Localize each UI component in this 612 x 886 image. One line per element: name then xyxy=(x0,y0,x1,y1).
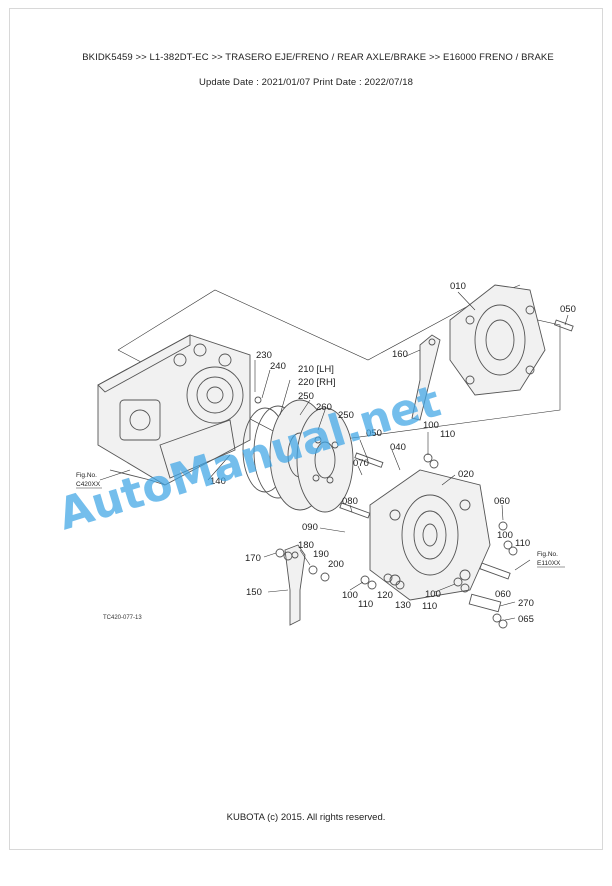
part-label: 130 xyxy=(395,600,411,611)
part-label: 150 xyxy=(246,587,262,598)
fig-ref-left: Fig.No. C420XX xyxy=(76,472,102,489)
part-label: 060 xyxy=(495,589,511,600)
brake-housing xyxy=(339,452,491,601)
part-label: 230 xyxy=(256,350,272,361)
part-labels: 010 050 160 230 240 210 [LH] 220 [RH] 25… xyxy=(210,281,576,625)
part-label: 060 xyxy=(494,496,510,507)
brake-lever-lower xyxy=(284,544,306,626)
part-label: 110 xyxy=(358,599,373,610)
part-label: 080 xyxy=(342,496,358,507)
part-label: 160 xyxy=(392,349,408,360)
part-label: 250 xyxy=(298,391,314,402)
part-label: 020 xyxy=(458,469,474,480)
part-label: 040 xyxy=(390,442,406,453)
svg-text:C420XX: C420XX xyxy=(76,481,101,488)
leader-lines xyxy=(99,291,569,621)
part-label: 240 xyxy=(270,361,286,372)
part-label: 090 xyxy=(302,522,318,533)
part-label: 100 xyxy=(425,589,441,600)
part-label: 140 xyxy=(210,476,226,487)
brake-disc-assembly xyxy=(242,396,354,513)
part-label: 120 xyxy=(377,590,393,601)
part-label: 070 xyxy=(353,458,369,469)
part-label: 180 xyxy=(298,540,314,551)
part-label: 200 xyxy=(328,559,344,570)
part-label: 260 xyxy=(316,402,332,413)
part-label: 170 xyxy=(245,553,261,564)
part-label: 250 xyxy=(338,410,354,421)
svg-text:E110XX: E110XX xyxy=(537,560,561,567)
part-label: 220 [RH] xyxy=(298,377,336,388)
part-label: 010 xyxy=(450,281,466,292)
update-print-dates: Update Date : 2021/01/07 Print Date : 20… xyxy=(199,77,413,88)
fig-ref-right: Fig.No. E110XX xyxy=(537,551,565,568)
part-label: 100 xyxy=(497,530,513,541)
fasteners xyxy=(275,453,518,629)
axle-housing xyxy=(449,284,574,396)
part-label: 065 xyxy=(518,614,534,625)
part-label: 110 xyxy=(515,538,530,549)
part-label: 270 xyxy=(518,598,534,609)
part-label: 100 xyxy=(342,590,358,601)
part-label: 110 xyxy=(440,429,455,440)
page-frame xyxy=(9,8,603,850)
part-label: 050 xyxy=(366,428,382,439)
copyright-footer: KUBOTA (c) 2015. All rights reserved. xyxy=(226,812,386,823)
breadcrumb: BKIDK5459 >> L1-382DT-EC >> TRASERO EJE/… xyxy=(82,52,554,63)
brake-lever-upper xyxy=(411,334,441,421)
part-label: 050 xyxy=(560,304,576,315)
svg-text:Fig.No.: Fig.No. xyxy=(76,472,97,479)
part-label: 110 xyxy=(422,601,437,612)
drawing-code: TC420-077-13 xyxy=(103,615,142,621)
transmission-housing xyxy=(97,334,251,486)
part-label: 190 xyxy=(313,549,329,560)
svg-text:Fig.No.: Fig.No. xyxy=(537,551,558,558)
part-label: 100 xyxy=(423,420,439,431)
part-label: 210 [LH] xyxy=(298,364,334,375)
